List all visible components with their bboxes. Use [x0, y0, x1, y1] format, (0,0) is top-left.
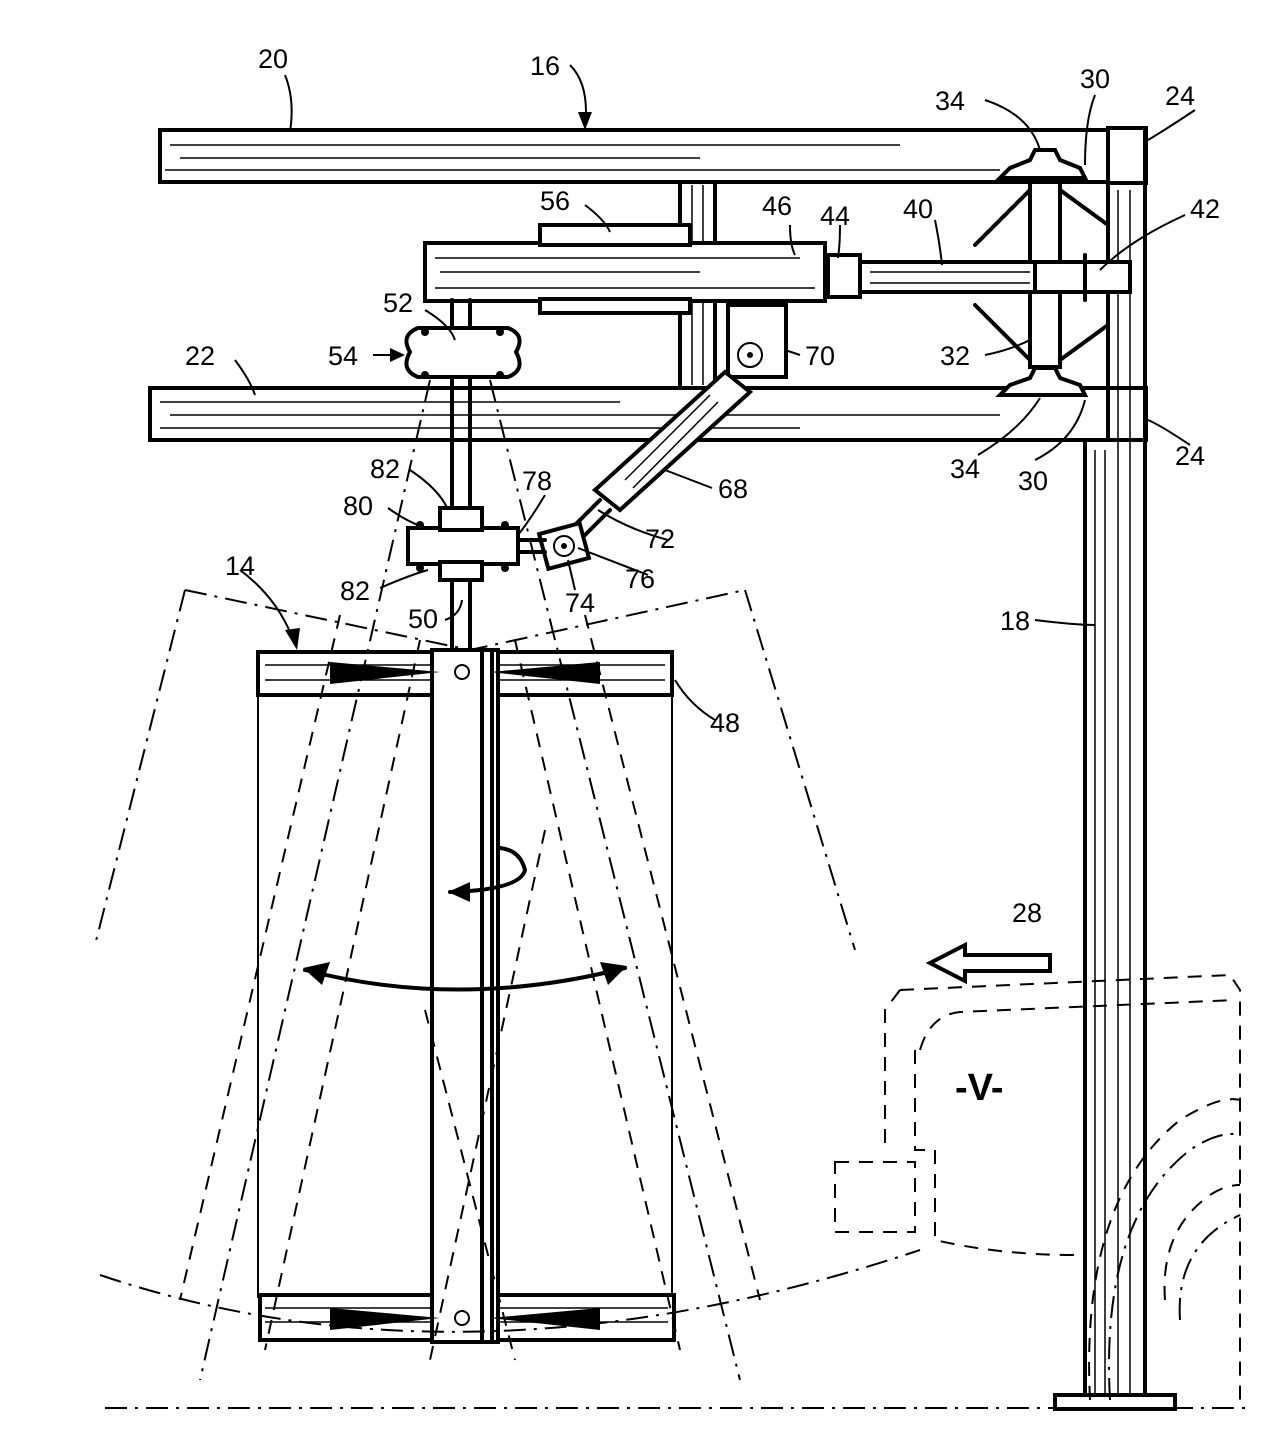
bracket-70	[728, 305, 786, 377]
label-40: 40	[903, 194, 933, 224]
label-82-top: 82	[370, 454, 400, 484]
upper-beam-20	[160, 130, 1145, 182]
clevis-42	[1035, 255, 1130, 300]
label-34-top: 34	[935, 86, 965, 116]
vehicle-v	[835, 975, 1240, 1400]
gearbox-54	[406, 328, 519, 379]
link-rod-40	[828, 255, 1035, 297]
label-32: 32	[940, 341, 970, 371]
label-28: 28	[1012, 898, 1042, 928]
label-74: 74	[565, 588, 595, 618]
label-46: 46	[762, 191, 792, 221]
label-42: 42	[1190, 194, 1220, 224]
label-76: 76	[625, 564, 655, 594]
label-30-bottom: 30	[1018, 466, 1048, 496]
label-82-bottom: 82	[340, 576, 370, 606]
label-18: 18	[1000, 606, 1030, 636]
lower-beam-22	[150, 388, 1145, 440]
label-68: 68	[718, 474, 748, 504]
label-78: 78	[522, 466, 552, 496]
label-14: 14	[225, 551, 255, 581]
label-52: 52	[383, 288, 413, 318]
label-80: 80	[343, 491, 373, 521]
label-72: 72	[645, 524, 675, 554]
label-70: 70	[805, 341, 835, 371]
label-34-bottom: 34	[950, 454, 980, 484]
label-16: 16	[530, 51, 560, 81]
label-56: 56	[540, 186, 570, 216]
label-24-top: 24	[1165, 81, 1195, 111]
label-24-bottom: 24	[1175, 441, 1205, 471]
label-54: 54	[328, 341, 358, 371]
label-v: -V-	[955, 1067, 1004, 1109]
label-22: 22	[185, 341, 215, 371]
label-50: 50	[408, 604, 438, 634]
direction-arrow-28	[930, 945, 1050, 981]
upright-column-18	[1055, 128, 1175, 1409]
brush-14	[258, 650, 674, 1342]
label-48: 48	[710, 708, 740, 738]
label-44: 44	[820, 201, 850, 231]
label-20: 20	[258, 44, 288, 74]
label-30-top: 30	[1080, 64, 1110, 94]
clevis-74	[539, 523, 589, 569]
swing-arm-46	[425, 225, 825, 313]
